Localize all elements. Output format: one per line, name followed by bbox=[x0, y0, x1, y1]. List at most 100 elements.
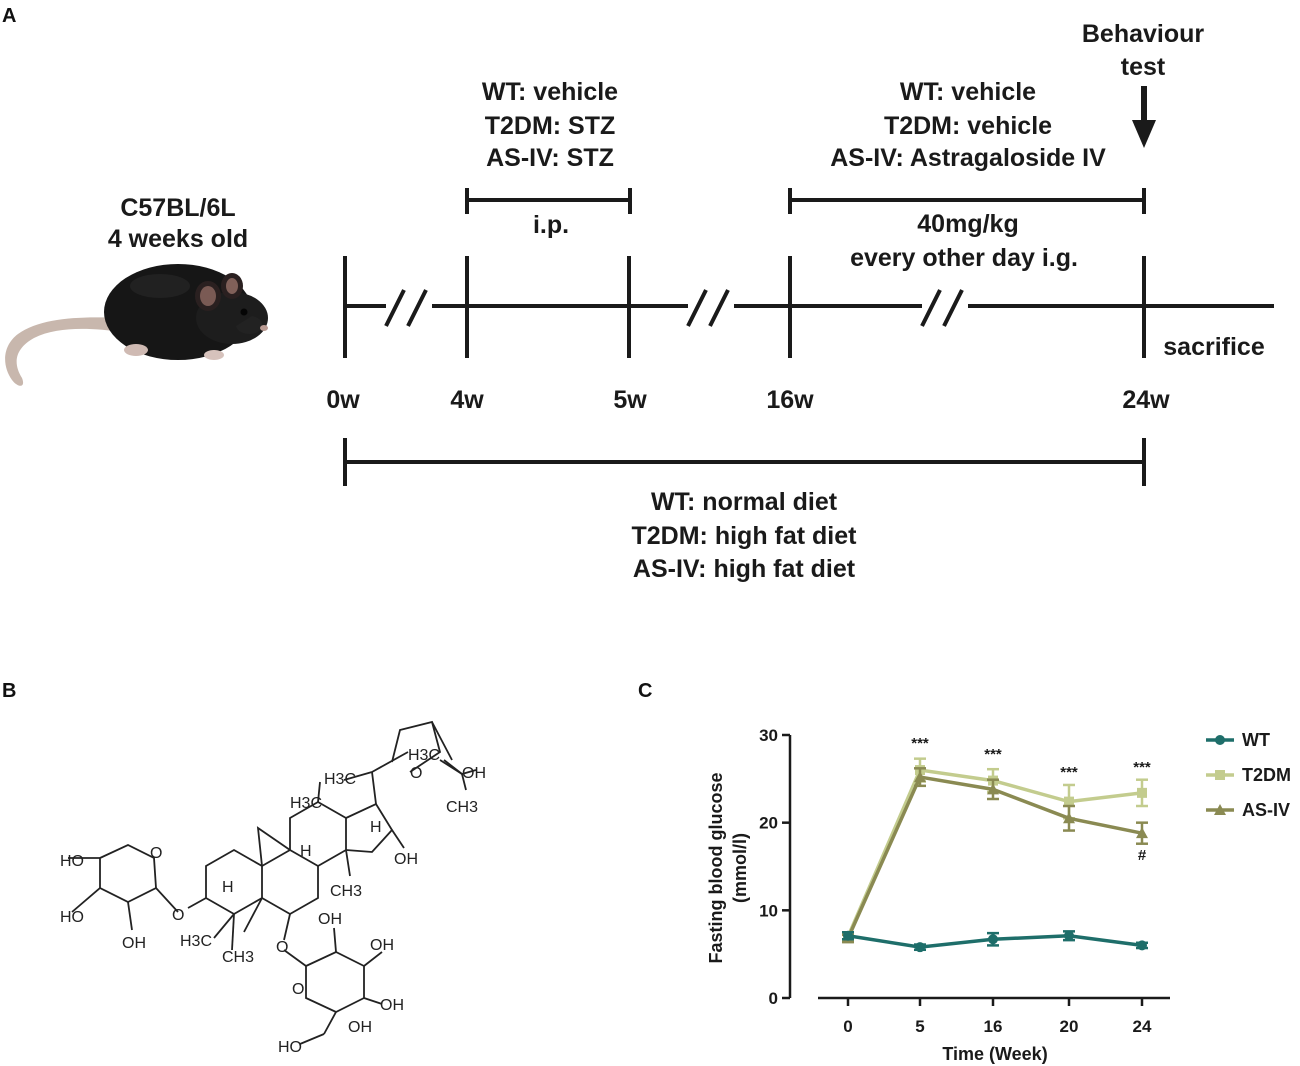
legend-marker bbox=[1215, 735, 1225, 745]
y-axis-title: Fasting blood glucose (mmol/l) bbox=[706, 772, 750, 963]
astragaloside-iv-structure: H3C OH CH3 H3C O H3C H OH H H CH3 HO O H… bbox=[60, 720, 486, 1056]
chart-legend: WT T2DM AS-IV bbox=[1206, 730, 1291, 820]
asiv-block-line-1: WT: vehicle bbox=[900, 78, 1036, 106]
data-point bbox=[843, 930, 853, 941]
stz-block-line-1: WT: vehicle bbox=[482, 78, 618, 106]
atom-label: OH bbox=[318, 911, 342, 928]
atom-label: OH bbox=[348, 1019, 372, 1036]
atom-label: H3C bbox=[290, 795, 322, 812]
stz-block-line-3: AS-IV: STZ bbox=[486, 144, 614, 172]
y-axis-title-line-1: Fasting blood glucose bbox=[706, 772, 726, 963]
x-tick-label: 0 bbox=[843, 1017, 852, 1036]
timeline-break-marks bbox=[384, 289, 968, 327]
y-tick-label: 20 bbox=[759, 814, 778, 833]
x-tick-label: 20 bbox=[1060, 1017, 1079, 1036]
atom-label: H bbox=[370, 819, 382, 836]
atom-label: O bbox=[410, 765, 422, 782]
panel-a: C57BL/6L 4 weeks old bbox=[5, 20, 1274, 583]
atom-label: O bbox=[292, 981, 304, 998]
significance-stars: *** bbox=[1060, 764, 1078, 781]
timepoint-5w: 5w bbox=[613, 386, 647, 414]
legend-label: WT bbox=[1242, 730, 1270, 750]
sacrifice-label: sacrifice bbox=[1163, 333, 1265, 361]
mouse-strain-label: C57BL/6L bbox=[120, 194, 235, 222]
panel-label-b: B bbox=[2, 680, 16, 702]
series-line bbox=[846, 768, 1143, 938]
diet-bracket bbox=[343, 438, 1146, 486]
asiv-block-line-3: AS-IV: Astragaloside IV bbox=[830, 144, 1106, 172]
asiv-bracket bbox=[788, 188, 1146, 214]
stz-block-line-2: T2DM: STZ bbox=[485, 112, 616, 140]
x-axis-title: Time (Week) bbox=[942, 1044, 1047, 1064]
diet-block-line-1: WT: normal diet bbox=[651, 488, 838, 516]
timepoint-0w: 0w bbox=[326, 386, 360, 414]
data-point bbox=[1064, 930, 1074, 941]
series-line bbox=[846, 775, 1143, 940]
atom-label: OH bbox=[462, 765, 486, 782]
y-tick-label: 10 bbox=[759, 901, 778, 920]
atom-label: HO bbox=[278, 1039, 302, 1056]
data-point bbox=[1137, 940, 1147, 951]
timepoint-16w: 16w bbox=[766, 386, 814, 414]
series-as-iv bbox=[842, 767, 1148, 944]
atom-label: O bbox=[150, 845, 162, 862]
behaviour-arrow-icon bbox=[1132, 86, 1156, 148]
data-point bbox=[1063, 812, 1075, 824]
timeline-ticks bbox=[343, 256, 1146, 358]
data-point bbox=[988, 934, 998, 945]
timepoint-24w: 24w bbox=[1122, 386, 1170, 414]
data-point bbox=[1136, 827, 1148, 839]
atom-label: HO bbox=[60, 853, 84, 870]
data-point bbox=[915, 942, 925, 953]
panel-label-c: C bbox=[638, 680, 652, 702]
stz-route-label: i.p. bbox=[533, 211, 569, 239]
structure-atom-labels: H3C OH CH3 H3C O H3C H OH H H CH3 HO O H… bbox=[60, 747, 486, 1056]
diet-block-line-3: AS-IV: high fat diet bbox=[633, 555, 856, 583]
significance-stars: *** bbox=[1133, 759, 1151, 776]
diet-block-line-2: T2DM: high fat diet bbox=[632, 522, 858, 550]
x-tick-label: 16 bbox=[984, 1017, 1003, 1036]
atom-label: OH bbox=[370, 937, 394, 954]
chart-annotations: ************# bbox=[911, 735, 1151, 864]
x-tick-label: 24 bbox=[1133, 1017, 1152, 1036]
series-wt bbox=[842, 930, 1148, 953]
chart-axes: 0 10 20 30 0 5 16 20 24 bbox=[759, 726, 1170, 1036]
y-tick-label: 30 bbox=[759, 726, 778, 745]
data-point bbox=[1064, 796, 1074, 807]
atom-label: H bbox=[222, 879, 234, 896]
legend-marker bbox=[1214, 804, 1226, 815]
atom-label: H3C bbox=[324, 771, 356, 788]
atom-label: OH bbox=[380, 997, 404, 1014]
timepoint-4w: 4w bbox=[450, 386, 484, 414]
panel-label-a: A bbox=[2, 5, 16, 27]
chart-series bbox=[842, 757, 1148, 953]
data-point bbox=[987, 783, 999, 795]
atom-label: OH bbox=[122, 935, 146, 952]
atom-label: O bbox=[276, 939, 288, 956]
legend-marker bbox=[1215, 770, 1225, 780]
y-axis-title-line-2: (mmol/l) bbox=[730, 833, 750, 903]
significance-stars: *** bbox=[984, 746, 1002, 763]
behaviour-test-line-1: Behaviour bbox=[1082, 20, 1205, 48]
x-tick-label: 5 bbox=[915, 1017, 924, 1036]
mouse-age-label: 4 weeks old bbox=[108, 225, 248, 253]
asiv-block-line-2: T2DM: vehicle bbox=[884, 112, 1052, 140]
asiv-dose-line-2: every other day i.g. bbox=[850, 244, 1078, 272]
atom-label: HO bbox=[60, 909, 84, 926]
atom-label: H bbox=[300, 843, 312, 860]
behaviour-test-line-2: test bbox=[1121, 53, 1166, 81]
atom-label: CH3 bbox=[222, 949, 254, 966]
atom-label: O bbox=[172, 907, 184, 924]
significance-stars: *** bbox=[911, 735, 929, 752]
atom-label: H3C bbox=[180, 933, 212, 950]
legend-label: T2DM bbox=[1242, 765, 1291, 785]
legend-label: AS-IV bbox=[1242, 800, 1290, 820]
data-point bbox=[914, 771, 926, 783]
atom-label: H3C bbox=[408, 747, 440, 764]
y-tick-label: 0 bbox=[769, 989, 778, 1008]
atom-label: OH bbox=[394, 851, 418, 868]
stz-bracket bbox=[465, 188, 632, 214]
mouse-illustration bbox=[5, 264, 268, 386]
